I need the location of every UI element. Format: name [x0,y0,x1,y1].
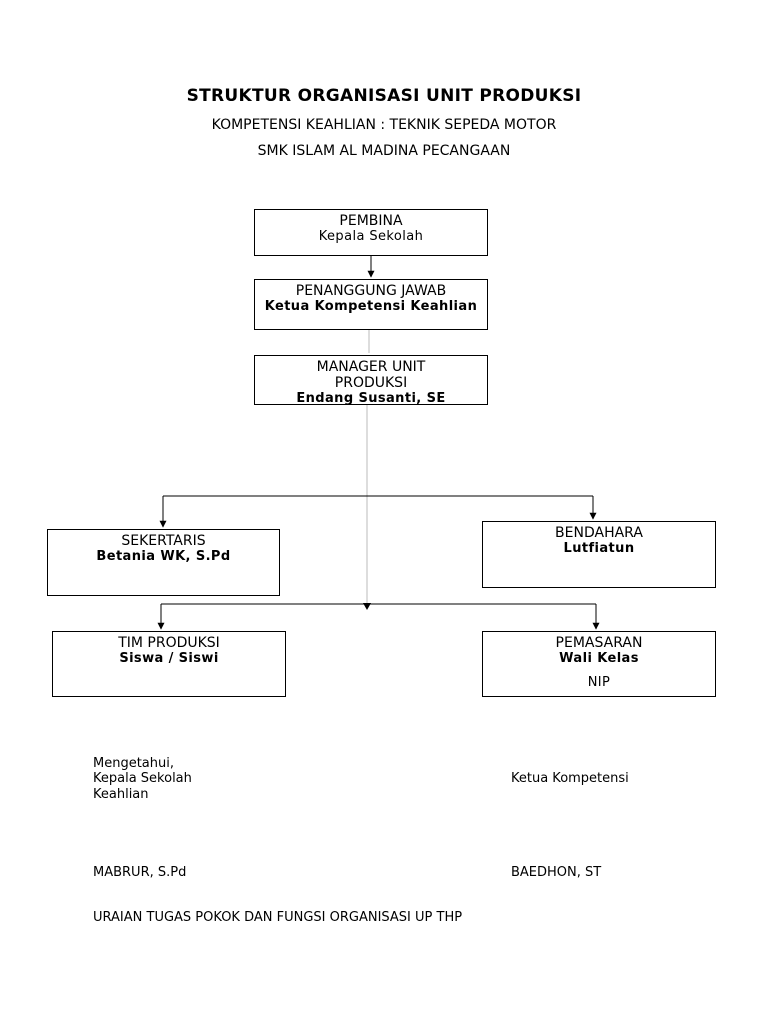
mengetahui-label: Mengetahui, [93,756,174,771]
page-title: STRUKTUR ORGANISASI UNIT PRODUKSI [186,86,582,106]
sekertaris-box: SEKERTARIS Betania WK, S.Pd [47,529,280,596]
pembina-role: PEMBINA [339,213,403,229]
tim-produksi-role: TIM PRODUKSI [118,635,220,651]
pemasaran-box: PEMASARAN Wali Kelas NIP [482,631,716,697]
competency-subtitle: KOMPETENSI KEAHLIAN : TEKNIK SEPEDA MOTO… [211,117,557,133]
manager-box: MANAGER UNIT PRODUKSI Endang Susanti, SE [254,355,488,405]
pemasaran-name: Wali Kelas [559,651,639,666]
manager-role: MANAGER UNIT PRODUKSI [316,359,426,391]
keahlian-label: Keahlian [93,787,149,802]
penanggung-jawab-box: PENANGGUNG JAWAB Ketua Kompetensi Keahli… [254,279,488,330]
bendahara-name: Lutfiatun [563,541,635,556]
signatory-right: BAEDHON, ST [511,865,602,880]
pemasaran-nip: NIP [587,675,611,690]
penanggung-jawab-name: Ketua Kompetensi Keahlian [264,299,478,314]
pemasaran-role: PEMASARAN [555,635,643,651]
ketua-kompetensi-label: Ketua Kompetensi [511,771,629,786]
uraian-heading: URAIAN TUGAS POKOK DAN FUNGSI ORGANISASI… [93,910,463,925]
sekertaris-role: SEKERTARIS [121,533,206,549]
arrow-center-bottom [363,603,371,610]
penanggung-jawab-role: PENANGGUNG JAWAB [295,283,447,299]
signatory-left: MABRUR, S.Pd [93,865,187,880]
sekertaris-name: Betania WK, S.Pd [96,549,231,564]
kepala-sekolah-label: Kepala Sekolah [93,771,192,786]
tim-produksi-name: Siswa / Siswi [119,651,219,666]
manager-name: Endang Susanti, SE [296,391,446,405]
school-subtitle: SMK ISLAM AL MADINA PECANGAAN [257,143,511,159]
bendahara-role: BENDAHARA [555,525,643,541]
tim-produksi-box: TIM PRODUKSI Siswa / Siswi [52,631,286,697]
pembina-name: Kepala Sekolah [318,229,424,244]
pembina-box: PEMBINA Kepala Sekolah [254,209,488,256]
bendahara-box: BENDAHARA Lutfiatun [482,521,716,588]
